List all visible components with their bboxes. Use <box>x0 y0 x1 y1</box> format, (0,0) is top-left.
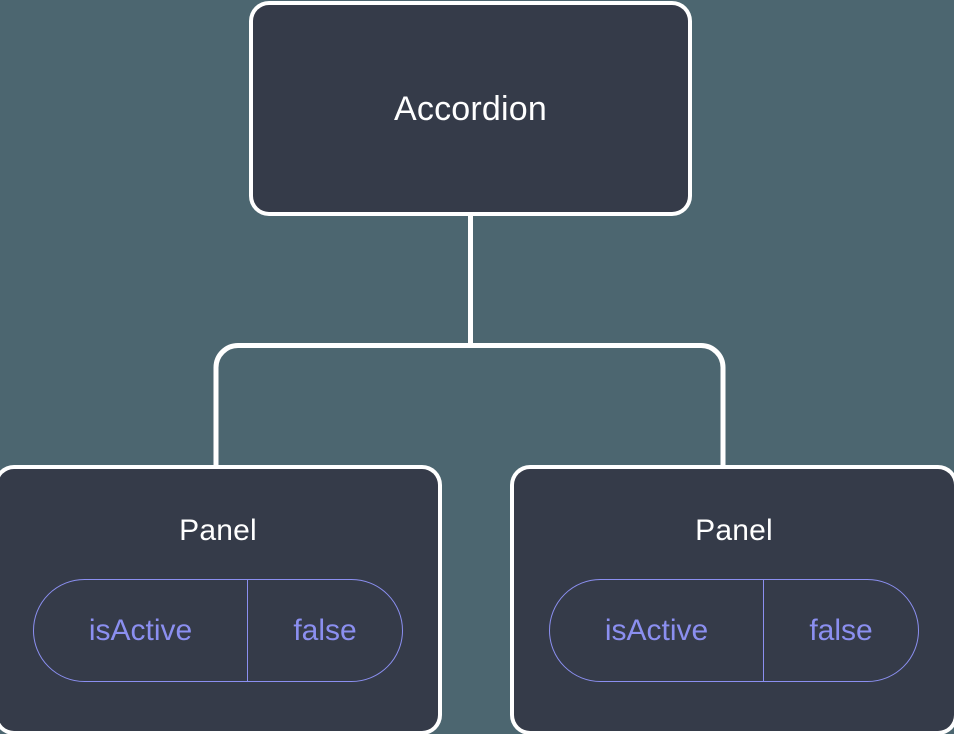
node-accordion[interactable]: Accordion <box>253 5 688 212</box>
node-panel-1-prop-pill[interactable]: isActive false <box>33 579 403 682</box>
connector-branch-right <box>470 343 726 469</box>
node-panel-1[interactable]: Panel isActive false <box>0 469 438 731</box>
node-panel-1-label: Panel <box>179 514 257 547</box>
node-panel-2-label: Panel <box>695 514 773 547</box>
node-panel-2-prop-pill[interactable]: isActive false <box>549 579 919 682</box>
node-panel-2[interactable]: Panel isActive false <box>514 469 954 731</box>
node-panel-1-prop-value: false <box>293 613 357 647</box>
node-panel-2-prop-value: false <box>809 613 873 647</box>
node-accordion-label: Accordion <box>394 89 547 128</box>
connector-branch-left <box>213 343 471 469</box>
node-panel-2-prop-key: isActive <box>550 580 764 681</box>
node-panel-1-prop-key: isActive <box>34 580 248 681</box>
